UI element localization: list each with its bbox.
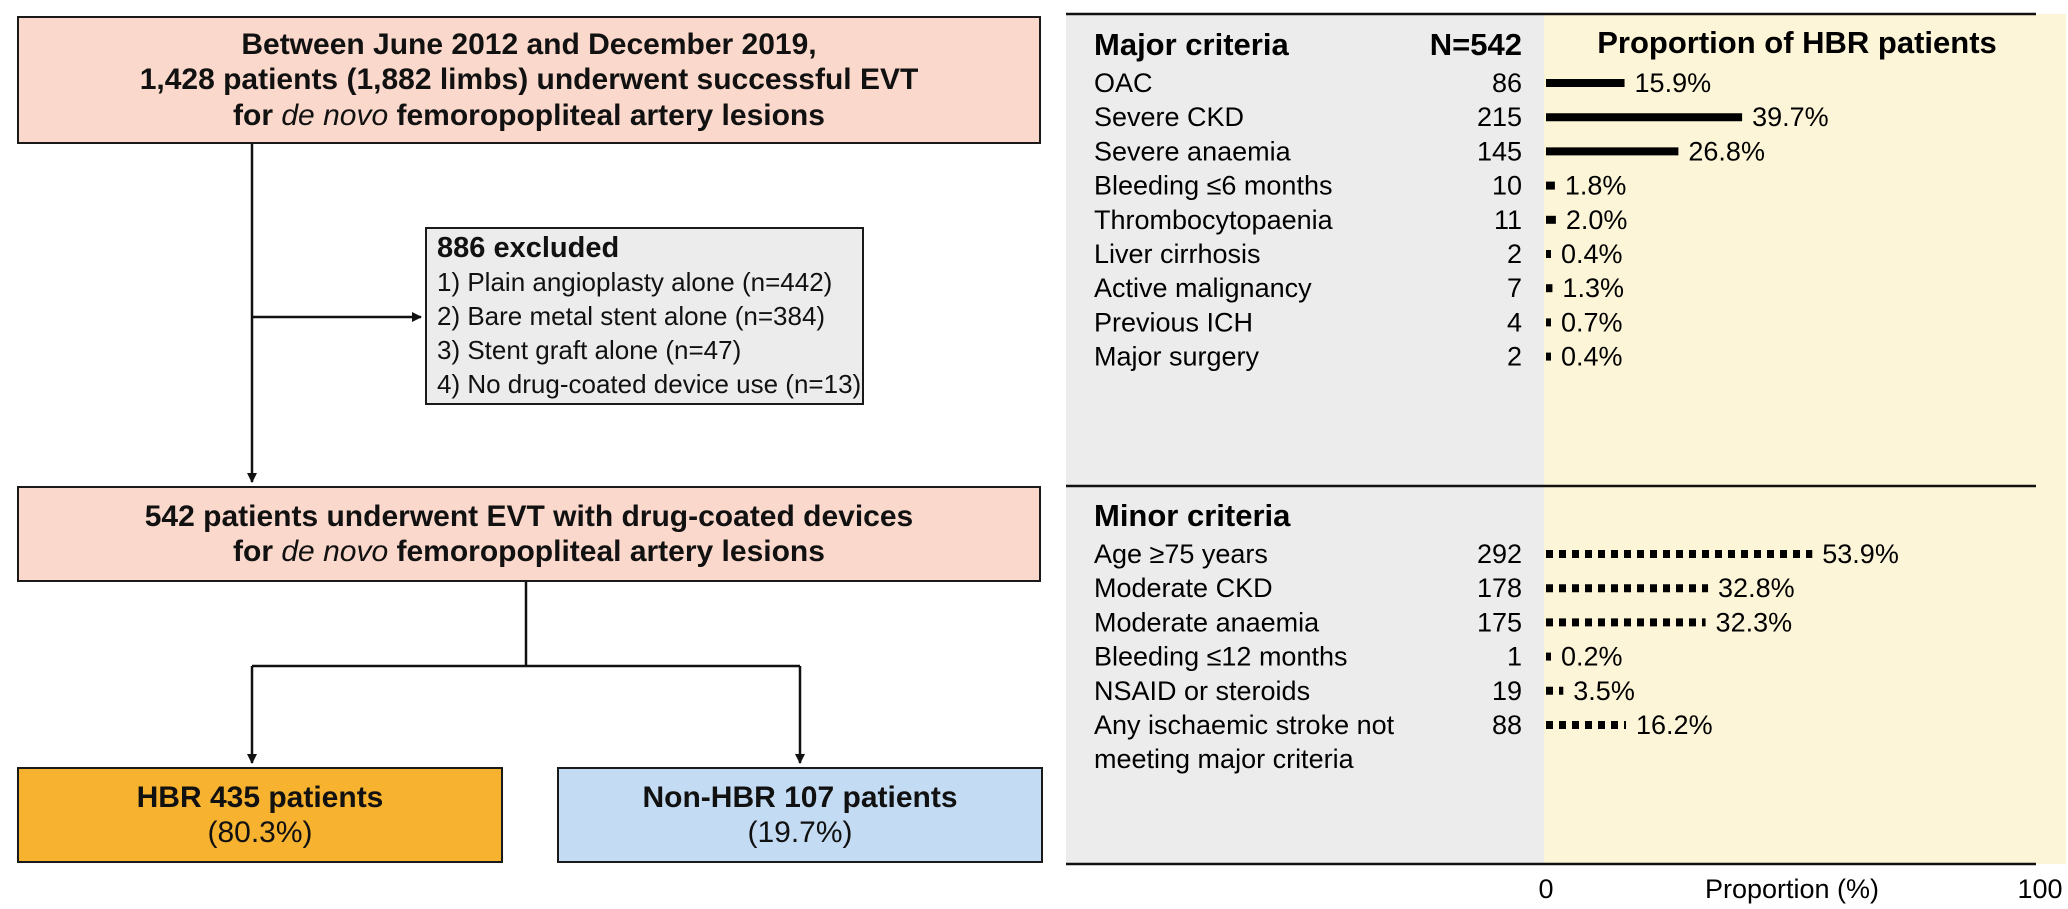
criterion-label: Age ≥75 years <box>1094 539 1268 569</box>
non-hbr-percent: (19.7%) <box>747 816 853 849</box>
criterion-count: 88 <box>1492 710 1522 740</box>
criterion-label: Any ischaemic stroke not <box>1094 710 1395 740</box>
non-hbr-box: Non-HBR 107 patients (19.7%) <box>557 767 1043 863</box>
major-criteria-header: Major criteria <box>1094 27 1289 62</box>
excluded-item: 3) Stent graft alone (n=47) <box>437 335 742 365</box>
criterion-label: Moderate CKD <box>1094 573 1273 603</box>
x-axis-label: Proportion (%) <box>1705 874 1879 904</box>
criterion-label: NSAID or steroids <box>1094 676 1310 706</box>
hbr-percent: (80.3%) <box>207 816 313 849</box>
criterion-percent: 0.7% <box>1561 307 1623 337</box>
minor-criteria-header: Minor criteria <box>1094 498 1291 533</box>
criterion-count: 2 <box>1507 239 1522 269</box>
criterion-percent: 26.8% <box>1688 136 1765 166</box>
source-population-box: Between June 2012 and December 2019, 1,4… <box>17 16 1041 144</box>
criterion-count: 215 <box>1477 102 1522 132</box>
n-header: N=542 <box>1430 27 1522 62</box>
excluded-box: 886 excluded 1) Plain angioplasty alone … <box>425 227 864 405</box>
criterion-count: 292 <box>1477 539 1522 569</box>
criterion-count: 11 <box>1494 205 1522 235</box>
criteria-rows: OAC 86 15.9% Severe CKD 215 39.7% Severe anaem… <box>1094 68 1899 774</box>
criterion-label: OAC <box>1094 68 1153 98</box>
x-tick-100: 100 <box>2017 874 2062 904</box>
criterion-percent: 1.3% <box>1562 273 1624 303</box>
hbr-criteria-chart: Major criteria N=542 Proportion of HBR p… <box>1066 12 2066 904</box>
excluded-title: 886 excluded <box>437 232 620 264</box>
criterion-percent: 32.3% <box>1716 607 1793 637</box>
criterion-percent: 39.7% <box>1752 102 1829 132</box>
study-line-1: 542 patients underwent EVT with drug-coa… <box>144 499 914 533</box>
criterion-count: 19 <box>1492 676 1522 706</box>
criterion-count: 7 <box>1507 273 1522 303</box>
criterion-count: 145 <box>1477 136 1522 166</box>
criterion-percent: 0.2% <box>1561 642 1623 672</box>
criterion-label: Moderate anaemia <box>1094 607 1320 637</box>
criterion-count: 86 <box>1492 68 1522 98</box>
source-line-3: for de novo femoropopliteal artery lesio… <box>233 98 825 132</box>
criterion-count: 175 <box>1477 607 1522 637</box>
criterion-label: Bleeding ≤6 months <box>1094 171 1332 201</box>
criterion-count: 4 <box>1507 307 1522 337</box>
right-panel-bg <box>1544 14 2066 864</box>
criterion-label: Liver cirrhosis <box>1094 239 1261 269</box>
criterion-percent: 32.8% <box>1718 573 1795 603</box>
source-line-1: Between June 2012 and December 2019, <box>241 27 817 61</box>
hbr-title: HBR 435 patients <box>136 780 384 814</box>
criterion-percent: 16.2% <box>1636 710 1713 740</box>
criterion-percent: 1.8% <box>1565 171 1627 201</box>
criterion-label-continued: meeting major criteria <box>1094 744 1355 774</box>
excluded-item: 1) Plain angioplasty alone (n=442) <box>437 267 833 297</box>
study-line-2: for de novo femoropopliteal artery lesio… <box>233 535 825 568</box>
x-tick-0: 0 <box>1538 874 1553 904</box>
criterion-label: Previous ICH <box>1094 307 1253 337</box>
criterion-label: Active malignancy <box>1094 273 1312 303</box>
criterion-count: 178 <box>1477 573 1522 603</box>
proportion-header: Proportion of HBR patients <box>1597 25 1997 60</box>
left-panel-bg <box>1066 14 1544 864</box>
study-population-box: 542 patients underwent EVT with drug-coa… <box>17 486 1041 582</box>
criterion-percent: 53.9% <box>1822 539 1899 569</box>
hbr-box: HBR 435 patients (80.3%) <box>17 767 503 863</box>
excluded-item: 2) Bare metal stent alone (n=384) <box>437 301 826 331</box>
criterion-percent: 0.4% <box>1561 342 1623 372</box>
criterion-label: Major surgery <box>1094 342 1260 372</box>
criterion-percent: 2.0% <box>1566 205 1628 235</box>
criterion-label: Bleeding ≤12 months <box>1094 642 1347 672</box>
source-line-2: 1,428 patients (1,882 limbs) underwent s… <box>139 63 919 97</box>
criterion-label: Severe CKD <box>1094 102 1244 132</box>
non-hbr-title: Non-HBR 107 patients <box>642 780 958 814</box>
criterion-count: 10 <box>1492 171 1522 201</box>
criterion-count: 1 <box>1507 642 1522 672</box>
criterion-percent: 15.9% <box>1635 68 1712 98</box>
criterion-percent: 0.4% <box>1561 239 1623 269</box>
criterion-label: Severe anaemia <box>1094 136 1292 166</box>
excluded-item: 4) No drug-coated device use (n=13) <box>437 369 862 399</box>
criterion-percent: 3.5% <box>1573 676 1635 706</box>
criterion-count: 2 <box>1507 342 1522 372</box>
criterion-label: Thrombocytopaenia <box>1094 205 1334 235</box>
flow-arrows <box>247 144 805 764</box>
